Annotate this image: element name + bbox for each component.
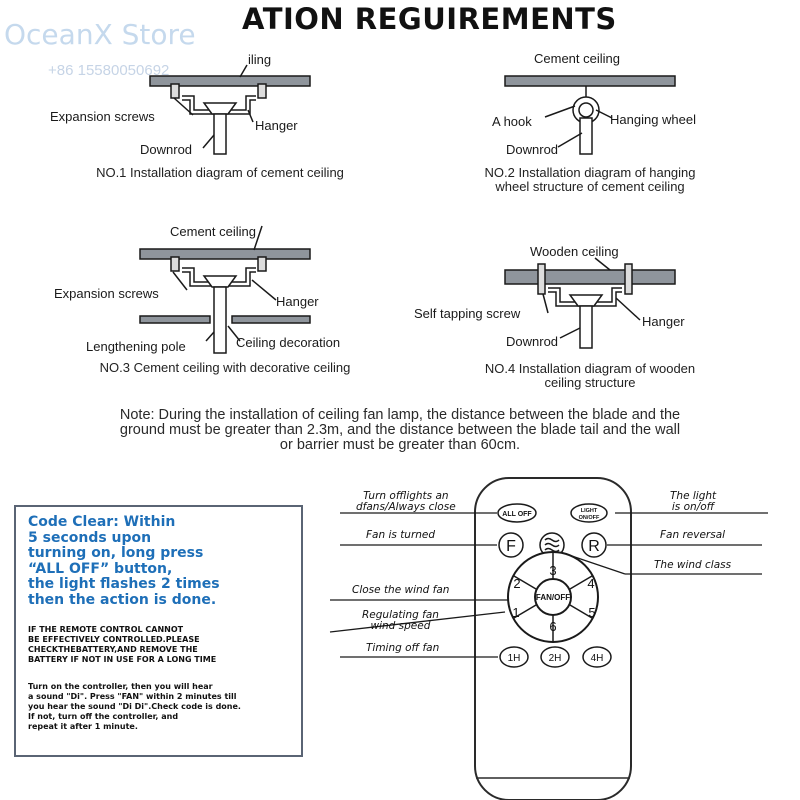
d4-screw-label: Self tapping screw [414, 306, 521, 321]
installation-note: Note: During the installation of ceiling… [10, 408, 790, 453]
code-clear-line5: the light flashes 2 times [28, 576, 220, 592]
warning-line3: CHECKTHEBATTERY,AND REMOVE THE [28, 645, 198, 654]
d1-hanger-label: Hanger [255, 118, 298, 133]
light-callout-line1: The light [670, 490, 717, 502]
regulating-line2: wind speed [370, 620, 431, 632]
d1-caption: NO.1 Installation diagram of cement ceil… [96, 165, 344, 180]
fan-turned-callout: Fan is turned [366, 529, 436, 541]
d2-ceiling-label: Cement ceiling [534, 51, 620, 66]
code-clear-line4: “ALL OFF” button, [28, 560, 173, 577]
code-clear-line2: 5 seconds upon [28, 529, 152, 546]
pairing-line1: Turn on the controller, then you will he… [28, 682, 213, 691]
light-label-line2: ON/OFF [579, 515, 600, 521]
d2-caption: NO.2 Installation diagram of hanging whe… [420, 166, 760, 194]
close-wind-callout: Close the wind fan [352, 584, 450, 596]
speed-6-label: 6 [549, 619, 556, 634]
pairing-line5: repeat it after 1 minute. [28, 722, 138, 731]
code-clear-line1: Code Clear: Within [28, 514, 176, 530]
d4-caption: NO.4 Installation diagram of wooden ceil… [420, 362, 760, 390]
d3-screws-label: Expansion screws [54, 286, 159, 301]
d3-pole-label: Lengthening pole [86, 339, 186, 354]
speed-2-label: 2 [513, 576, 520, 591]
all-off-button[interactable] [497, 503, 537, 523]
store-phone: +86 15580050692 [48, 62, 170, 79]
light-callout-line2: is on/off [671, 501, 715, 513]
d2-caption-line1: NO.2 Installation diagram of hanging [484, 165, 696, 180]
fan-button[interactable] [498, 532, 524, 558]
reversal-callout: Fan reversal [660, 529, 726, 541]
pairing-line4: If not, turn off the controller, and [28, 712, 179, 721]
d3-hanger-label: Hanger [276, 294, 319, 309]
d2-downrod-label: Downrod [506, 142, 559, 157]
pairing-instructions: Turn on the controller, then you will he… [28, 682, 296, 732]
warning-line4: BATTERY IF NOT IN USE FOR A LONG TIME [28, 655, 217, 664]
light-label-line1: LIGHT [581, 508, 598, 514]
timer-1h-button[interactable] [499, 646, 529, 668]
installation-drawings [139, 64, 676, 354]
d1-downrod-label: Downrod [140, 142, 193, 157]
d1-ceiling-label: iling [248, 52, 272, 67]
speed-5-label: 5 [588, 605, 595, 620]
code-clear-line3: turning on, long press [28, 545, 204, 561]
d3-caption: NO.3 Cement ceiling with decorative ceil… [99, 360, 351, 375]
d1-screws-label: Expansion screws [50, 109, 155, 124]
fan-off-label: FAN/OFF [536, 593, 570, 602]
diagram-1-drawing [149, 64, 311, 155]
timing-callout: Timing off fan [366, 642, 440, 654]
timer-2h-label: 2H [549, 653, 562, 664]
diagram-2-drawing [504, 75, 676, 155]
light-callout: The light is on/off [670, 491, 716, 513]
regulating-callout: Regulating fan wind speed [362, 610, 439, 632]
turn-off-line1: Turn offlights an [363, 490, 449, 502]
note-line1: Note: During the installation of ceiling… [119, 407, 681, 423]
fan-label: F [506, 538, 516, 555]
warning-line2: BE EFFECTIVELY CONTROLLED.PLEASE [28, 635, 200, 644]
d2-wheel-label: Hanging wheel [610, 112, 697, 127]
d3-decoration-label: Ceiling decoration [236, 335, 341, 350]
regulating-line1: Regulating fan [362, 609, 439, 621]
page-title: ATION REGUIREMENTS [242, 2, 617, 36]
light-button[interactable] [570, 503, 608, 523]
d4-ceiling-label: Wooden ceiling [530, 244, 619, 259]
warning-line1: IF THE REMOTE CONTROL CANNOT [28, 625, 184, 634]
remote-warning-text: IF THE REMOTE CONTROL CANNOT BE EFFECTIV… [28, 625, 288, 665]
diagram-3-drawing [139, 225, 311, 354]
code-clear-panel [14, 505, 303, 757]
timer-4h-label: 4H [591, 653, 604, 664]
d4-downrod-label: Downrod [506, 334, 559, 349]
d3-ceiling-label: Cement ceiling [170, 224, 256, 239]
reverse-button[interactable] [581, 532, 607, 558]
speed-4-label: 4 [587, 576, 594, 591]
timer-2h-button[interactable] [540, 646, 570, 668]
code-clear-line6: then the action is done. [28, 591, 217, 608]
note-line2: ground must be greater than 2.3m, and th… [119, 422, 681, 438]
code-clear-text: Code Clear: Within 5 seconds upon turnin… [28, 514, 288, 608]
speed-3-label: 3 [549, 563, 556, 578]
pairing-line3: you hear the sound "Di Di".Check code is… [28, 702, 241, 711]
all-off-label: ALL OFF [502, 511, 532, 518]
d4-caption-line2: ceiling structure [544, 375, 636, 390]
diagram-4-drawing [504, 257, 676, 349]
turn-off-line2: dfans/Always close [356, 501, 456, 513]
d4-hanger-label: Hanger [642, 314, 685, 329]
note-line3: or barrier must be greater than 60cm. [279, 437, 521, 453]
reverse-label: R [588, 538, 600, 555]
d2-hook-label: A hook [492, 114, 532, 129]
remote-leader-lines [329, 512, 768, 658]
timer-1h-label: 1H [508, 653, 521, 664]
timer-4h-button[interactable] [582, 646, 612, 668]
turn-off-callout: Turn offlights an dfans/Always close [356, 491, 456, 513]
wind-class-callout: The wind class [654, 559, 732, 571]
speed-dial-dividers [513, 553, 593, 641]
pairing-line2: a sound "Di". Press "FAN" within 2 minut… [28, 692, 237, 701]
d4-caption-line1: NO.4 Installation diagram of wooden [484, 361, 696, 376]
store-watermark: OceanX Store [4, 18, 196, 51]
speed-1-label: 1 [512, 605, 519, 620]
fan-off-button[interactable] [534, 578, 572, 616]
d2-caption-line2: wheel structure of cement ceiling [495, 179, 685, 194]
